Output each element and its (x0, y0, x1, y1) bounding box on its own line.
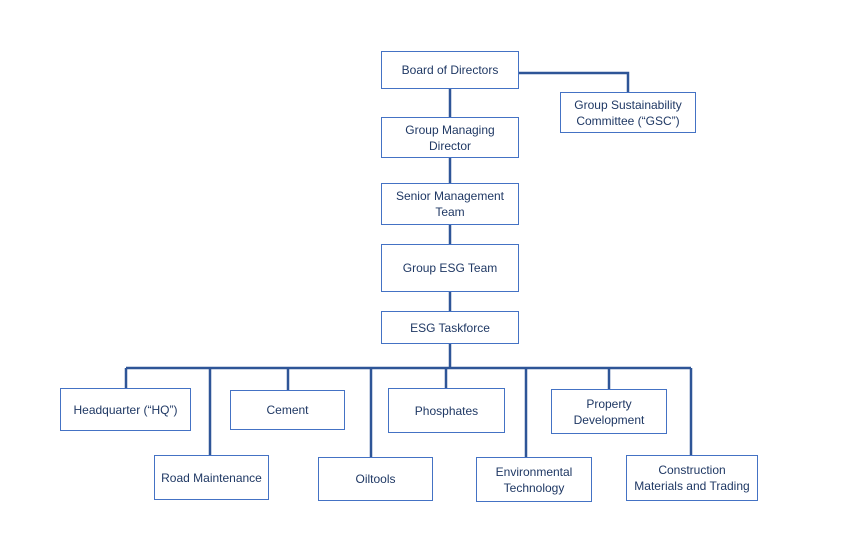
group-esg-team-box: Group ESG Team (381, 244, 519, 292)
environmental-technology-box: Environmental Technology (476, 457, 592, 502)
property-development-box: Property Development (551, 389, 667, 434)
board-of-directors-box: Board of Directors (381, 51, 519, 89)
construction-materials-box: Construction Materials and Trading (626, 455, 758, 501)
headquarter-box: Headquarter (“HQ”) (60, 388, 191, 431)
connector-board-gsc (519, 71, 630, 92)
esg-taskforce-box: ESG Taskforce (381, 311, 519, 344)
road-maintenance-box: Road Maintenance (154, 455, 269, 500)
senior-management-team-box: Senior Management Team (381, 183, 519, 225)
oiltools-box: Oiltools (318, 457, 433, 501)
gsc-box: Group Sustainability Committee (“GSC”) (560, 92, 696, 133)
group-managing-director-box: Group Managing Director (381, 117, 519, 158)
phosphates-box: Phosphates (388, 388, 505, 433)
cement-box: Cement (230, 390, 345, 430)
